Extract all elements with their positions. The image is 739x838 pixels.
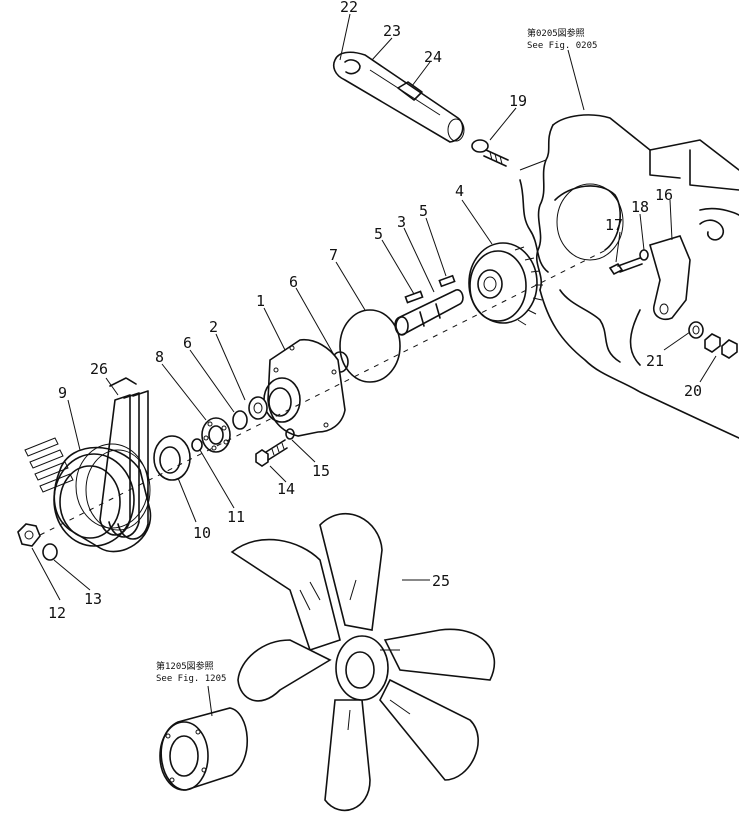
part-14-bolt xyxy=(255,439,288,467)
callout-25: 25 xyxy=(432,572,450,590)
ref-fig-1205-en: See Fig. 1205 xyxy=(156,674,226,684)
callout-5b: 5 xyxy=(419,202,428,220)
callout-9: 9 xyxy=(58,384,67,402)
center-axis-line xyxy=(39,247,611,536)
part-23-tube xyxy=(332,51,465,143)
part-17-bolt xyxy=(608,257,643,276)
part-13-washer xyxy=(42,543,58,561)
callout-7: 7 xyxy=(329,246,338,264)
callout-19: 19 xyxy=(509,92,527,110)
callout-1: 1 xyxy=(256,292,265,310)
callout-26: 26 xyxy=(90,360,108,378)
callout-17: 17 xyxy=(605,216,623,234)
part-8-bearing xyxy=(201,417,231,453)
part-5-key-b xyxy=(438,274,456,288)
part-19-eye-bolt xyxy=(471,139,509,167)
fig-1205-spacer xyxy=(159,707,248,791)
leader-lines xyxy=(31,13,717,717)
callout-12: 12 xyxy=(48,604,66,622)
callout-6b: 6 xyxy=(183,334,192,352)
part-16-bracket xyxy=(649,219,725,321)
part-6-seal-b xyxy=(232,410,248,430)
callout-24: 24 xyxy=(424,48,442,66)
part-26-v-belts xyxy=(99,377,149,540)
callout-21: 21 xyxy=(646,352,664,370)
callout-18: 18 xyxy=(631,198,649,216)
callout-5a: 5 xyxy=(374,225,383,243)
ref-fig-0205-en: See Fig. 0205 xyxy=(527,41,597,51)
callout-11: 11 xyxy=(227,508,245,526)
part-9-chain-belt xyxy=(24,437,74,493)
part-20-nuts xyxy=(704,333,738,359)
part-5-key-a xyxy=(404,290,424,304)
part-4-gear xyxy=(468,242,543,326)
part-18-washer xyxy=(639,249,649,261)
callout-20: 20 xyxy=(684,382,702,400)
callout-8: 8 xyxy=(155,348,164,366)
part-1-housing xyxy=(263,338,346,437)
part-15-washer xyxy=(285,428,295,440)
callout-6a: 6 xyxy=(289,273,298,291)
engine-front-cover xyxy=(519,114,739,439)
part-7-o-ring xyxy=(339,309,401,383)
callout-13: 13 xyxy=(84,590,102,608)
ref-fig-0205-jp: 第0205図参照 xyxy=(527,27,585,39)
part-10-hub xyxy=(153,435,191,481)
callout-10: 10 xyxy=(193,524,211,542)
callout-3: 3 xyxy=(397,213,406,231)
part-11-ring xyxy=(191,438,203,452)
callout-15: 15 xyxy=(312,462,330,480)
part-21-nut xyxy=(688,321,704,339)
ref-fig-1205-jp: 第1205図参照 xyxy=(156,660,214,672)
callout-14: 14 xyxy=(277,480,295,498)
callout-2: 2 xyxy=(209,318,218,336)
part-12-nut xyxy=(17,523,41,547)
part-25-fan xyxy=(230,513,496,812)
callout-4: 4 xyxy=(455,182,464,200)
callout-23: 23 xyxy=(383,22,401,40)
part-2-spacer xyxy=(248,396,268,420)
callout-16: 16 xyxy=(655,186,673,204)
callout-22: 22 xyxy=(340,0,358,16)
